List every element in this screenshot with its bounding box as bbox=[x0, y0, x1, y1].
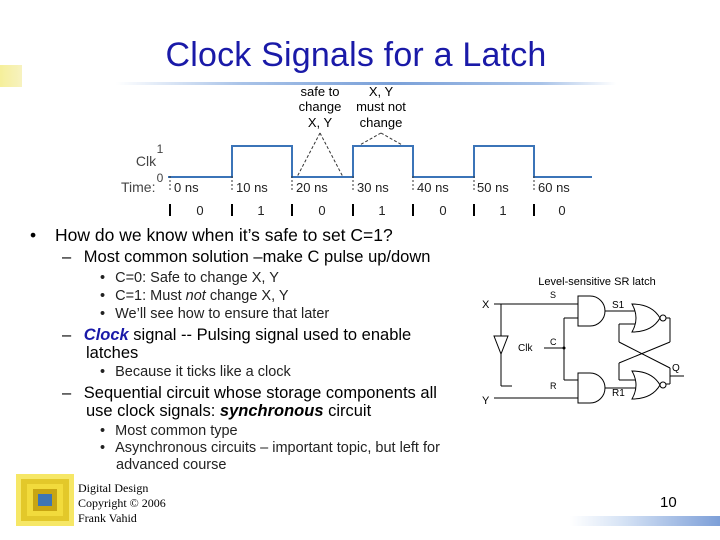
level-low-label: 0 bbox=[157, 171, 164, 185]
sub-bullet-3-text-line2-end: circuit bbox=[323, 402, 372, 420]
sr-latch-diagram: Level-sensitive SR latch X Y Clk S R C S… bbox=[482, 276, 684, 407]
and-gate-r bbox=[577, 372, 606, 404]
clock-buffer-symbol bbox=[493, 335, 509, 356]
c-label: C bbox=[550, 337, 557, 347]
book-logo bbox=[16, 474, 74, 526]
sub-bullet-2: – Clock signal -- Pulsing signal used to… bbox=[62, 326, 411, 362]
clock-values: 0 1 0 1 0 1 0 bbox=[196, 203, 565, 218]
r-label: R bbox=[550, 381, 557, 391]
s-label: S bbox=[550, 290, 556, 300]
clk-axis-label: Clk bbox=[136, 153, 157, 169]
and-gate-s bbox=[577, 295, 606, 327]
nor-gate-top bbox=[631, 303, 661, 333]
list-item-text: C=1: Must bbox=[115, 288, 186, 304]
clock-value: 1 bbox=[378, 203, 385, 218]
list-item: • C=1: Must not change X, Y bbox=[100, 288, 289, 304]
page-number: 10 bbox=[660, 494, 677, 511]
nor-gate-bottom bbox=[631, 370, 661, 400]
sub-bullet-1-text: Most common solution –make C pulse up/do… bbox=[83, 248, 431, 266]
time-labels: 0 ns 10 ns 20 ns 30 ns 40 ns 50 ns 60 ns bbox=[174, 180, 570, 195]
clock-value: 0 bbox=[558, 203, 565, 218]
must-label-line2: must not bbox=[356, 99, 406, 114]
time-label: 30 ns bbox=[357, 180, 389, 195]
list-item-text: Asynchronous circuits – important topic,… bbox=[115, 440, 440, 456]
clock-value: 0 bbox=[196, 203, 203, 218]
dash-marker: – bbox=[62, 248, 72, 266]
safe-label-line1: safe to bbox=[300, 84, 339, 99]
sub-bullet-1: – Most common solution –make C pulse up/… bbox=[62, 248, 430, 267]
synchronous-term: synchronous bbox=[219, 402, 324, 420]
bullet-dot: • bbox=[30, 225, 37, 245]
clock-timing-diagram: safe to change X, Y X, Y must not change… bbox=[121, 84, 592, 218]
footer-line: Digital Design bbox=[78, 481, 149, 495]
sub-bullet-3-text: Sequential circuit whose storage compone… bbox=[83, 384, 437, 402]
time-label: 10 ns bbox=[236, 180, 268, 195]
emphasis-not: not bbox=[185, 288, 206, 304]
clock-value: 0 bbox=[439, 203, 446, 218]
list-item-text: We’ll see how to ensure that later bbox=[115, 306, 330, 322]
sub-bullet-2-item: • Because it ticks like a clock bbox=[100, 364, 291, 380]
footer-line: Copyright © 2006 bbox=[78, 496, 166, 510]
r1-label: R1 bbox=[612, 388, 625, 399]
x-input-label: X bbox=[482, 299, 490, 311]
must-label-line1: X, Y bbox=[369, 84, 394, 99]
sub-bullet-3-items: • Most common type • Asynchronous circui… bbox=[100, 423, 440, 474]
time-label: 50 ns bbox=[477, 180, 509, 195]
list-item: • Most common type bbox=[100, 423, 238, 439]
dash-marker: – bbox=[62, 326, 72, 344]
latch-title: Level-sensitive SR latch bbox=[538, 276, 655, 288]
sub-bullet-3-text-line2: use clock signals: bbox=[86, 402, 220, 420]
dash-marker: – bbox=[62, 384, 72, 402]
time-label: 40 ns bbox=[417, 180, 449, 195]
list-item-text: C=0: Safe to change X, Y bbox=[115, 270, 279, 286]
bullet-1: • How do we know when it’s safe to set C… bbox=[30, 226, 393, 245]
nor-bubble-top bbox=[659, 314, 667, 322]
clock-value-separators bbox=[169, 204, 535, 216]
clock-term: Clock bbox=[83, 326, 129, 344]
bullet-1-text: How do we know when it’s safe to set C=1… bbox=[55, 225, 393, 245]
q-output-label: Q bbox=[672, 363, 680, 374]
sub-bullet-2-text-line2: latches bbox=[86, 344, 139, 362]
time-label: 20 ns bbox=[296, 180, 328, 195]
time-label: 60 ns bbox=[538, 180, 570, 195]
level-high-label: 1 bbox=[157, 142, 164, 156]
safe-label-line2: change bbox=[299, 99, 342, 114]
sub-bullet-1-items: • C=0: Safe to change X, Y • C=1: Must n… bbox=[100, 269, 329, 323]
time-axis-label: Time: bbox=[121, 179, 155, 195]
slide-title: Clock Signals for a Latch bbox=[165, 36, 547, 74]
clock-value: 1 bbox=[257, 203, 264, 218]
must-label-line3: change bbox=[360, 115, 403, 130]
clock-value: 0 bbox=[318, 203, 325, 218]
list-item: • Asynchronous circuits – important topi… bbox=[100, 440, 440, 456]
list-item-text: Most common type bbox=[115, 423, 238, 439]
annotation-pointers bbox=[296, 132, 405, 178]
list-item: • We’ll see how to ensure that later bbox=[100, 306, 330, 322]
list-item: • C=0: Safe to change X, Y bbox=[100, 270, 279, 286]
nor-bubble-bottom bbox=[659, 381, 667, 389]
time-label: 0 ns bbox=[174, 180, 199, 195]
list-item-text: change X, Y bbox=[205, 288, 289, 304]
title-accent-strip bbox=[0, 65, 22, 87]
list-item-text: Because it ticks like a clock bbox=[115, 364, 291, 380]
clock-value: 1 bbox=[499, 203, 506, 218]
list-item-continuation: advanced course bbox=[116, 457, 227, 473]
footer-line: Frank Vahid bbox=[78, 511, 137, 525]
safe-label-line3: X, Y bbox=[308, 115, 333, 130]
clock-waveform bbox=[168, 145, 592, 178]
sub-bullet-2-text: signal -- Pulsing signal used to enable bbox=[128, 326, 412, 344]
clk-input-label: Clk bbox=[518, 343, 533, 354]
sub-bullet-3: – Sequential circuit whose storage compo… bbox=[62, 384, 437, 420]
bottom-accent-strip bbox=[570, 516, 720, 526]
junction-dot bbox=[562, 346, 566, 350]
y-input-label: Y bbox=[482, 395, 490, 407]
s1-label: S1 bbox=[612, 300, 625, 311]
title-underline bbox=[116, 82, 616, 85]
footer-credits: Digital Design Copyright © 2006 Frank Va… bbox=[78, 481, 166, 526]
